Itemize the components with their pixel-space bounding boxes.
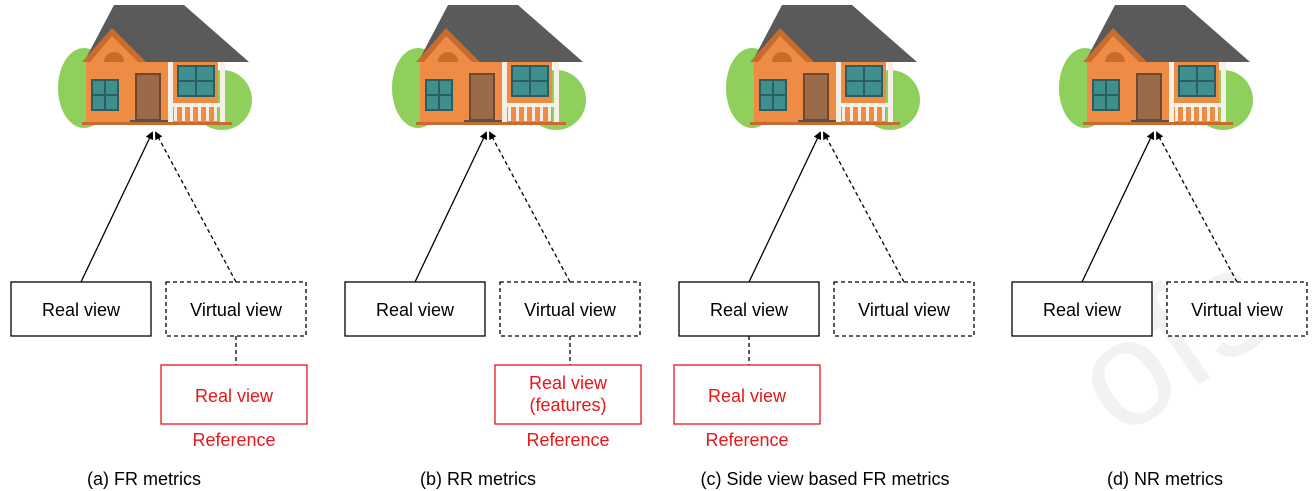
virtual-view-label: Virtual view [190,300,283,320]
reference-label: Reference [526,430,609,450]
real-view-arrow [1081,131,1155,283]
porch-baluster [1175,107,1178,121]
reference-box-label: (features) [529,395,606,415]
house-base [82,122,232,125]
real-view-arrow [414,131,488,283]
porch-baluster [548,107,551,121]
real-view-box [10,281,152,337]
porch-rail [502,103,559,107]
reference-box [160,364,308,425]
porch-baluster [206,107,209,121]
porch-rail [836,103,893,107]
porch-baluster [190,107,193,121]
porch-post [168,62,173,122]
porch-post [554,62,559,122]
porch-baluster [214,107,217,121]
house-gable-inner [1091,36,1139,62]
porch-baluster [508,107,511,121]
porch-baluster [1199,107,1202,121]
panel-caption: (a) FR metrics [87,469,201,489]
porch-baluster [540,107,543,121]
house-gable-inner [424,36,472,62]
house-gable-inner [90,36,138,62]
porch-baluster [1215,107,1218,121]
virtual-view-label: Virtual view [858,300,951,320]
real-view-label: Real view [1043,300,1122,320]
panel-caption: (c) Side view based FR metrics [700,469,949,489]
reference-box-label: Real view [529,373,608,393]
porch-rail [168,103,225,107]
porch-baluster [858,107,861,121]
virtual-view-arrow [823,131,905,283]
reference-box [673,364,821,425]
porch-baluster [1183,107,1186,121]
porch-baluster [182,107,185,121]
house-icon [1059,5,1253,130]
reference-box-label: Real view [708,386,787,406]
gable-window [104,52,124,62]
virtual-view-box [1166,281,1308,337]
virtual-view-arrow [489,131,571,283]
virtual-view-label: Virtual view [524,300,617,320]
panel-d: Real view Virtual view (d) NR metrics [1011,5,1308,489]
virtual-view-label: Virtual view [1191,300,1284,320]
porch-baluster [842,107,845,121]
door [469,73,495,121]
porch-post [888,62,893,122]
house-base [1083,122,1233,125]
porch-baluster [866,107,869,121]
porch-baluster [524,107,527,121]
real-view-label: Real view [42,300,121,320]
reference-label: Reference [705,430,788,450]
panel-caption: (d) NR metrics [1107,469,1223,489]
house-gable-inner [758,36,806,62]
porch-baluster [1207,107,1210,121]
porch-baluster [198,107,201,121]
porch-baluster [874,107,877,121]
porch-baluster [532,107,535,121]
porch-post [1169,62,1174,122]
virtual-view-arrow [1156,131,1238,283]
house-base [750,122,900,125]
virtual-view-arrow [155,131,237,283]
house-icon [58,5,252,130]
door [1136,73,1162,121]
virtual-view-box [833,281,975,337]
gable-window [438,52,458,62]
porch-post [220,62,225,122]
real-view-arrow [80,131,154,283]
porch-post [1221,62,1226,122]
porch-baluster [516,107,519,121]
house-icon [392,5,586,130]
porch-post [502,62,507,122]
reference-box [494,364,642,425]
real-view-label: Real view [376,300,455,320]
watermark-text: ofs [1042,214,1302,466]
reference-label: Reference [192,430,275,450]
porch-post [836,62,841,122]
real-view-label: Real view [710,300,789,320]
porch-baluster [1191,107,1194,121]
house-icon [726,5,920,130]
reference-box-label: Real view [195,386,274,406]
porch-baluster [850,107,853,121]
real-view-box [344,281,486,337]
virtual-view-box [499,281,641,337]
real-view-arrow [748,131,822,283]
panel-caption: (b) RR metrics [420,469,536,489]
house-base [416,122,566,125]
virtual-view-box [165,281,307,337]
gable-window [772,52,792,62]
door [135,73,161,121]
porch-baluster [882,107,885,121]
porch-rail [1169,103,1226,107]
porch-baluster [174,107,177,121]
gable-window [1105,52,1125,62]
door [803,73,829,121]
